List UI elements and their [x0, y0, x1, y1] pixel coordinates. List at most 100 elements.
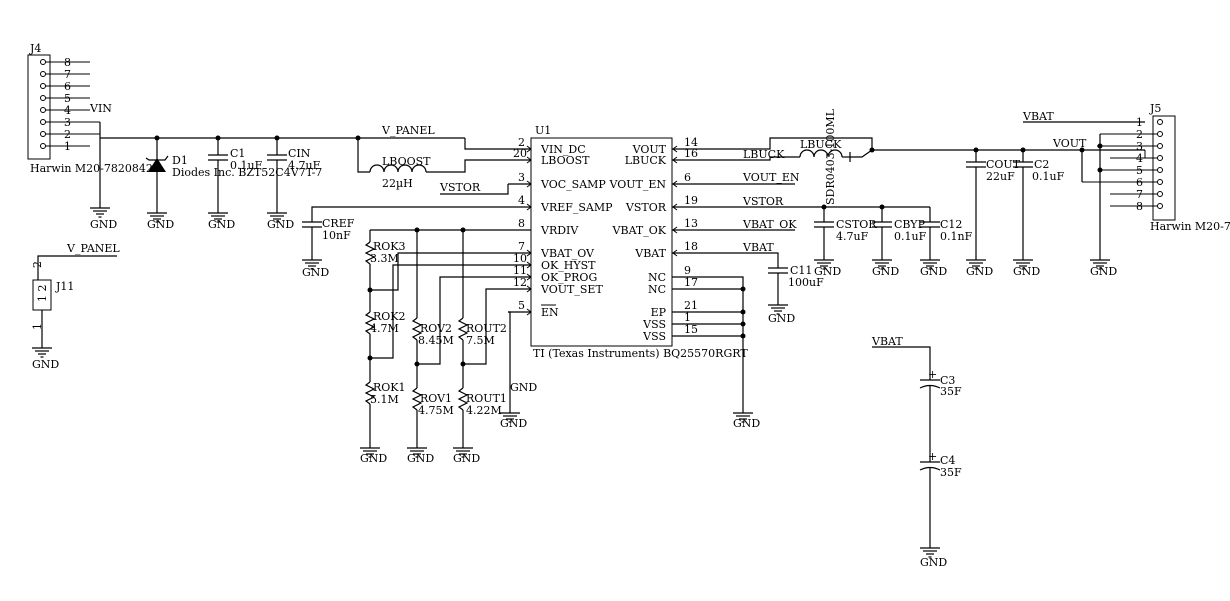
pin-number: 21 — [684, 299, 698, 312]
j4-pin-label: 5 — [64, 92, 71, 105]
gnd-label: GND — [966, 265, 993, 278]
j5-pin-5 — [1157, 167, 1163, 173]
pin-number: 5 — [518, 299, 525, 312]
pin-number: 9 — [684, 264, 691, 277]
c12-value: 0.1nF — [940, 230, 973, 243]
pin-number: 14 — [684, 136, 698, 149]
wire-vout — [697, 137, 1145, 151]
pin-name: VIN_DC — [540, 143, 586, 156]
cout-value: 22uF — [986, 170, 1015, 183]
pin-name: VOUT_SET — [540, 283, 603, 296]
pin-name: EP — [651, 306, 667, 319]
j5-pin-3 — [1157, 143, 1163, 149]
j5-pin-6 — [1157, 179, 1163, 185]
resistor-string-rov: GND ROV2 8.45M ROV1 4.75M — [406, 230, 454, 465]
net-label-v-panel-j11: V_PANEL — [66, 242, 120, 255]
pin-number: 17 — [684, 276, 698, 289]
net-label-vbat-cap: VBAT — [871, 335, 903, 348]
pin-number: 20 — [513, 147, 527, 160]
j5-pin-1 — [1157, 119, 1163, 125]
gnd-label: GND — [920, 265, 947, 278]
c2-value: 0.1uF — [1032, 170, 1065, 183]
c3-ref: C3 — [940, 374, 955, 387]
j5-pin-4 — [1157, 155, 1163, 161]
c1-ref: C1 — [230, 147, 245, 160]
lboost-value: 22µH — [382, 177, 413, 190]
rov1-ref: ROV1 — [420, 392, 452, 405]
rov2-value: 8.45M — [418, 334, 454, 347]
gnd-label: GND — [768, 312, 795, 325]
c1-value: 0.1uF — [230, 159, 263, 172]
j5-pin-label: 5 — [1136, 164, 1143, 177]
wire-vbat — [697, 252, 779, 268]
net-label-vstor: VSTOR — [439, 181, 481, 194]
gnd-label: GND — [32, 358, 59, 371]
gnd-label: GND — [814, 265, 841, 278]
resistor-string-rout: GND ROUT2 7.5M ROUT1 4.22M — [452, 230, 507, 465]
pin-name: NC — [648, 271, 666, 284]
pin-number: 16 — [684, 147, 698, 160]
j5-body — [1152, 115, 1176, 221]
capacitor-c2: GND C2 0.1uF — [1012, 150, 1065, 278]
j4-pin-5 — [40, 95, 46, 101]
rov2-ref: ROV2 — [420, 322, 452, 335]
c12-ref: C12 — [940, 218, 962, 231]
j4-pin-6 — [40, 83, 46, 89]
rok1-value: 5.1M — [370, 393, 399, 406]
c11-value: 100uF — [788, 276, 824, 289]
rout1-ref: ROUT1 — [466, 392, 507, 405]
j4-body — [27, 54, 51, 160]
cstor-ref: CSTOR — [836, 218, 877, 231]
j4-pin-label: 3 — [64, 116, 71, 129]
pin-name: VBAT — [634, 247, 666, 260]
gnd-label: GND — [1013, 265, 1040, 278]
gnd-label: GND — [1090, 265, 1117, 278]
j11-body-text: 1 2 — [36, 285, 49, 303]
c2-ref: C2 — [1034, 158, 1049, 171]
pin-number: 11 — [513, 264, 527, 277]
pin-name: VSTOR — [625, 201, 667, 214]
gnd-label: GND — [872, 265, 899, 278]
j5-pin-label: 4 — [1136, 152, 1143, 165]
u1-right-pins: 14 16 6 19 13 18 9 17 21 1 15 VOUT LBUCK… — [608, 136, 698, 343]
pin-number: 18 — [684, 240, 698, 253]
c11-ref: C11 — [790, 264, 812, 277]
pin-number: 1 — [684, 311, 691, 324]
gnd-label: GND — [510, 381, 537, 394]
gnd-label: GND — [267, 218, 294, 231]
gnd-symbol — [89, 199, 111, 218]
u1-ref: U1 — [535, 124, 551, 137]
rout2-value: 7.5M — [466, 334, 495, 347]
pin-number: 13 — [684, 217, 698, 230]
pin-number: 2 — [518, 136, 525, 149]
pin-number: 19 — [684, 194, 698, 207]
j5-pin-7 — [1157, 191, 1163, 197]
pin-number: 3 — [518, 171, 525, 184]
ic-u1: U1 TI (Texas Instruments) BQ25570RGRT 2 … — [508, 124, 748, 360]
c4-ref: C4 — [940, 454, 955, 467]
wire-vss-gnd — [697, 276, 744, 405]
j11-ref: J11 — [55, 280, 74, 293]
j4-pin-3 — [40, 119, 46, 125]
j4-ref: J4 — [29, 42, 41, 55]
cin-value: 4.7uF — [288, 159, 321, 172]
j5-pin-label: 8 — [1136, 200, 1143, 213]
c3-value: 35F — [940, 385, 962, 398]
pin-name: NC — [648, 283, 666, 296]
c4-value: 35F — [940, 466, 962, 479]
pin-number: 7 — [518, 240, 525, 253]
pin-name: VOC_SAMP — [540, 178, 606, 191]
gnd-label: GND — [453, 452, 480, 465]
inductor-lbuck: LBUCK SDR0403-100ML — [799, 108, 873, 205]
d1-value: Diodes Inc. BZT52C4V7T-7 — [172, 166, 322, 179]
capacitor-cout: GND COUT 22uF — [965, 150, 1021, 278]
net-label-vbat: VBAT — [742, 241, 774, 254]
capacitor-cstor: GND CSTOR 4.7uF — [813, 207, 877, 278]
cbyp-ref: CBYP — [894, 218, 926, 231]
gnd-label: GND — [208, 218, 235, 231]
rok2-ref: ROK2 — [373, 310, 406, 323]
j4-pins: 8 7 6 5 4 3 2 1 — [40, 56, 100, 153]
j4-part: Harwin M20-7820842 — [30, 162, 153, 175]
connector-j4: J4 8 7 6 5 4 3 2 1 Ha — [27, 42, 153, 175]
